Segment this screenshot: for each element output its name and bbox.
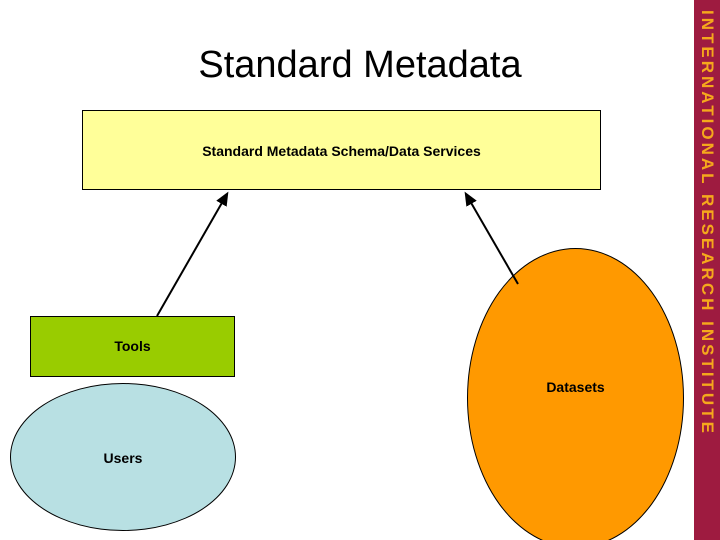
side-banner: INTERNATIONAL RESEARCH INSTITUTE xyxy=(694,0,720,540)
side-banner-text: INTERNATIONAL RESEARCH INSTITUTE xyxy=(698,10,717,436)
datasets-ellipse[interactable]: Datasets xyxy=(467,248,684,540)
arrow-tools-to-schema xyxy=(156,191,229,317)
schema-box-label: Standard Metadata Schema/Data Services xyxy=(202,143,481,159)
schema-box[interactable]: Standard Metadata Schema/Data Services xyxy=(82,110,601,190)
tools-box[interactable]: Tools xyxy=(30,316,235,377)
tools-box-label: Tools xyxy=(114,338,151,354)
datasets-ellipse-label: Datasets xyxy=(546,379,605,395)
users-ellipse[interactable]: Users xyxy=(10,383,236,531)
users-ellipse-label: Users xyxy=(103,450,143,466)
page-title: Standard Metadata xyxy=(198,44,522,86)
arrow-datasets-to-schema xyxy=(464,191,519,285)
